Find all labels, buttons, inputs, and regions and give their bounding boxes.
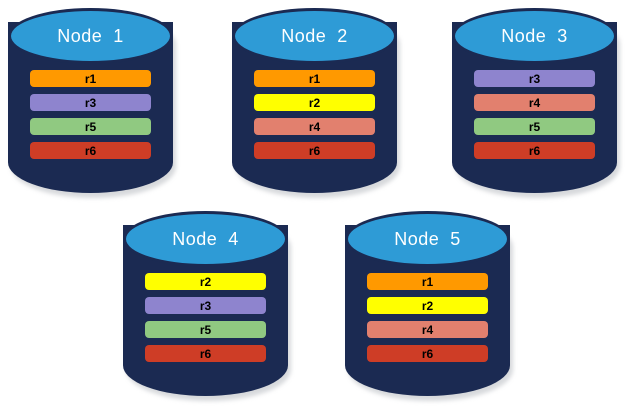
replica-list: r1 r2 r4 r6 [254,70,375,159]
replica-bar-r6[interactable]: r6 [145,345,266,362]
replica-bar-r3[interactable]: r3 [30,94,151,111]
database-node-4[interactable]: Node 4 r2 r3 r5 r6 [123,211,291,401]
replica-bar-r6[interactable]: r6 [254,142,375,159]
node-label: Node 5 [394,228,461,249]
replica-list: r2 r3 r5 r6 [145,273,266,362]
node-cylinder-top [8,8,173,64]
node-cylinder-top [345,211,510,267]
replica-bar-r2[interactable]: r2 [145,273,266,290]
node-label: Node 2 [281,25,348,46]
replica-bar-r5[interactable]: r5 [30,118,151,135]
replica-bar-r2[interactable]: r2 [254,94,375,111]
node-cylinder-top [123,211,288,267]
node-label: Node 4 [172,228,239,249]
database-node-2[interactable]: Node 2 r1 r2 r4 r6 [232,8,400,198]
node-label: Node 3 [501,25,568,46]
replica-bar-r3[interactable]: r3 [474,70,595,87]
replica-bar-r6[interactable]: r6 [474,142,595,159]
replica-bar-r2[interactable]: r2 [367,297,488,314]
database-node-3[interactable]: Node 3 r3 r4 r5 r6 [452,8,620,198]
replica-bar-r1[interactable]: r1 [367,273,488,290]
replica-list: r1 r3 r5 r6 [30,70,151,159]
node-cylinder-top [232,8,397,64]
replica-bar-r4[interactable]: r4 [254,118,375,135]
replica-list: r1 r2 r4 r6 [367,273,488,362]
replica-bar-r4[interactable]: r4 [367,321,488,338]
replica-bar-r6[interactable]: r6 [367,345,488,362]
replica-bar-r1[interactable]: r1 [254,70,375,87]
replica-bar-r5[interactable]: r5 [474,118,595,135]
replica-list: r3 r4 r5 r6 [474,70,595,159]
database-node-5[interactable]: Node 5 r1 r2 r4 r6 [345,211,513,401]
replica-bar-r3[interactable]: r3 [145,297,266,314]
node-label: Node 1 [57,25,124,46]
database-node-1[interactable]: Node 1 r1 r3 r5 r6 [8,8,176,198]
replica-bar-r1[interactable]: r1 [30,70,151,87]
replica-bar-r5[interactable]: r5 [145,321,266,338]
replica-bar-r4[interactable]: r4 [474,94,595,111]
replica-bar-r6[interactable]: r6 [30,142,151,159]
node-cylinder-top [452,8,617,64]
